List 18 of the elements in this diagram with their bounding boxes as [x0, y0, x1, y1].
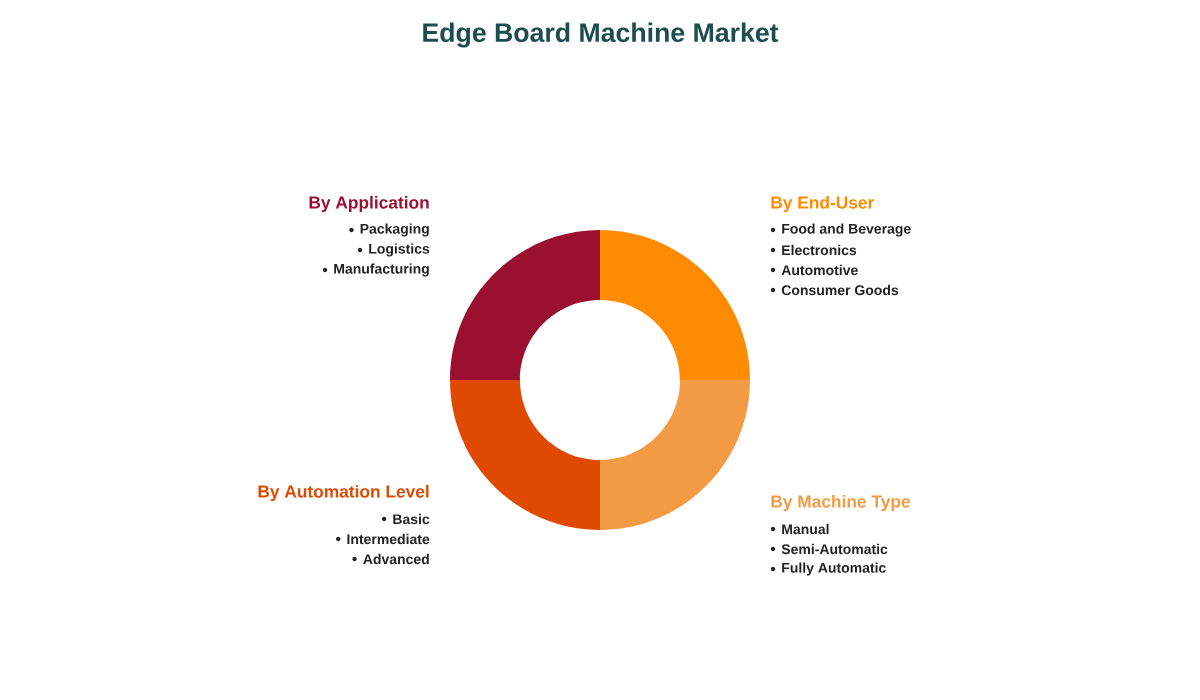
title: Edge Board Machine Market — [423, 22, 779, 48]
bullet-item: Basic — [381, 513, 430, 525]
bullet-item: Intermediate — [336, 533, 430, 545]
bullet-item: Advanced — [352, 553, 429, 565]
group-heading: By Application — [309, 195, 429, 213]
bullet-item: Electronics — [770, 244, 857, 256]
bullet-item: Consumer Goods — [770, 284, 899, 296]
bullet-item: Automotive — [770, 264, 858, 276]
group-heading: By Machine Type — [771, 494, 910, 512]
bullet-item: Food and Beverage — [770, 223, 911, 237]
bullet-item: Packaging — [349, 223, 429, 237]
bullet-item: Semi-Automatic — [770, 543, 888, 555]
bullet-item: Fully Automatic — [770, 562, 886, 576]
bullet-item: Manual — [770, 523, 829, 535]
group-heading: By Automation Level — [258, 484, 429, 502]
bullet-item: Logistics — [357, 243, 430, 257]
group-heading: By End-User — [771, 195, 874, 213]
bullet-item: Manufacturing — [322, 263, 429, 277]
